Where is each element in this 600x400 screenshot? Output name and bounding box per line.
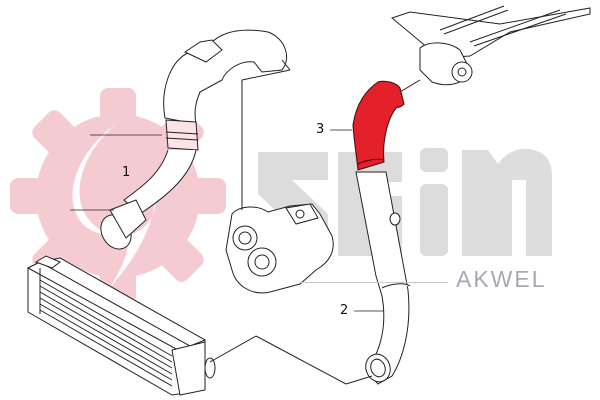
hose-2-drawing xyxy=(209,171,411,385)
turbocharger-drawing xyxy=(225,59,334,294)
intercooler-drawing xyxy=(26,255,216,396)
hose-1-drawing xyxy=(100,29,287,250)
throttle-manifold-drawing xyxy=(390,5,591,86)
callout-label-2: 2 xyxy=(340,303,349,318)
callout-label-1: 1 xyxy=(122,165,131,180)
callout-label-3: 3 xyxy=(316,122,325,137)
akwel-watermark-text: AKWEL xyxy=(456,266,547,292)
callout-leader-lines xyxy=(70,129,384,312)
hose-3-drawing xyxy=(352,79,421,171)
akwel-underline xyxy=(300,282,448,283)
